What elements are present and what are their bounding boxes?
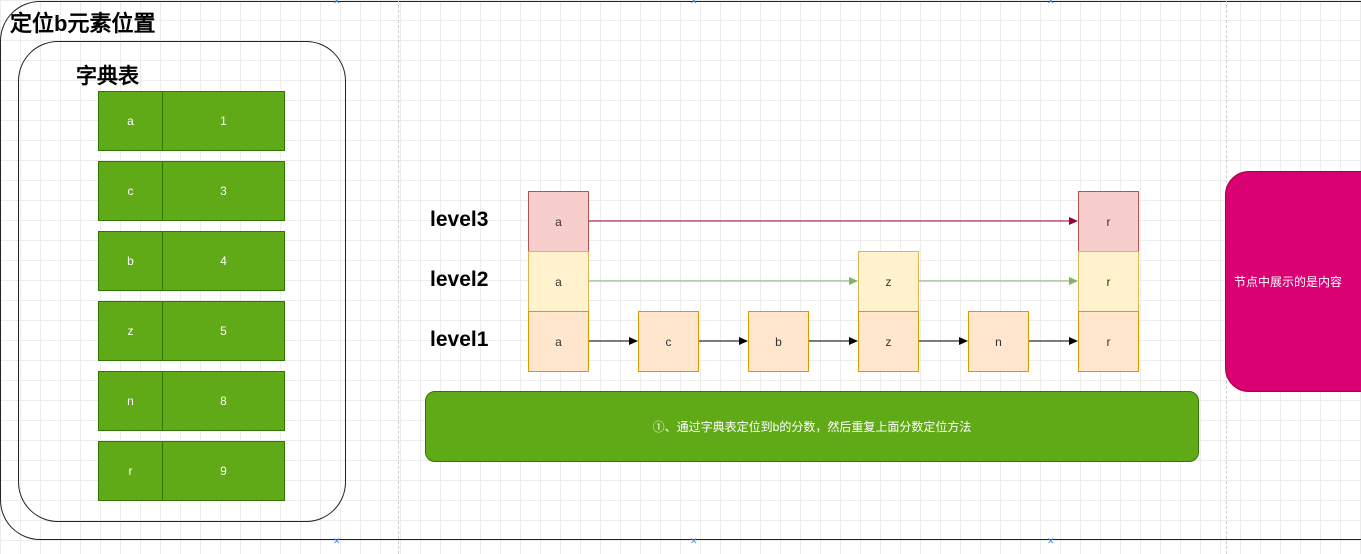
level1-node[interactable]: n [968,311,1029,372]
level2-label: level2 [430,268,489,291]
dictionary-key: r [99,442,163,500]
dictionary-value: 1 [220,114,227,128]
dictionary-value: 4 [220,254,227,268]
selection-handle[interactable]: ✕ [1047,0,1055,6]
level1-node[interactable]: b [748,311,809,372]
dictionary-frame [18,41,346,522]
dictionary-key: c [99,162,163,220]
level3-node[interactable]: r [1078,191,1139,252]
level2-node[interactable]: z [858,251,919,312]
selection-handle[interactable]: ✕ [333,0,341,6]
dictionary-value: 5 [220,324,227,338]
level2-node[interactable]: r [1078,251,1139,312]
guide-line [398,0,399,554]
level1-node[interactable]: r [1078,311,1139,372]
dictionary-value: 9 [220,464,227,478]
dictionary-value: 3 [220,184,227,198]
level1-node[interactable]: c [638,311,699,372]
dictionary-title: 字典表 [76,65,139,88]
level1-node[interactable]: z [858,311,919,372]
level3-node[interactable]: a [528,191,589,252]
dictionary-row[interactable]: z 5 [98,301,285,361]
level2-node[interactable]: a [528,251,589,312]
level3-label: level3 [430,208,489,231]
dictionary-row[interactable]: n 8 [98,371,285,431]
dictionary-row[interactable]: a 1 [98,91,285,151]
selection-handle[interactable]: ✕ [690,536,698,546]
diagram-title: 定位b元素位置 [10,11,156,36]
note-box[interactable]: ①、通过字典表定位到b的分数，然后重复上面分数定位方法 [425,391,1199,462]
outer-frame [0,1,1361,540]
dictionary-key: a [99,92,163,150]
level1-label: level1 [430,328,489,351]
selection-handle[interactable]: ✕ [333,536,341,546]
dictionary-row[interactable]: c 3 [98,161,285,221]
selection-handle[interactable]: ✕ [1047,536,1055,546]
dictionary-value: 8 [220,394,227,408]
level1-node[interactable]: a [528,311,589,372]
selection-handle[interactable]: ✕ [690,0,698,6]
dictionary-key: z [99,302,163,360]
dictionary-row[interactable]: b 4 [98,231,285,291]
dictionary-key: b [99,232,163,290]
dictionary-key: n [99,372,163,430]
side-note-box[interactable]: 节点中展示的是内容 [1225,171,1361,392]
dictionary-row[interactable]: r 9 [98,441,285,501]
